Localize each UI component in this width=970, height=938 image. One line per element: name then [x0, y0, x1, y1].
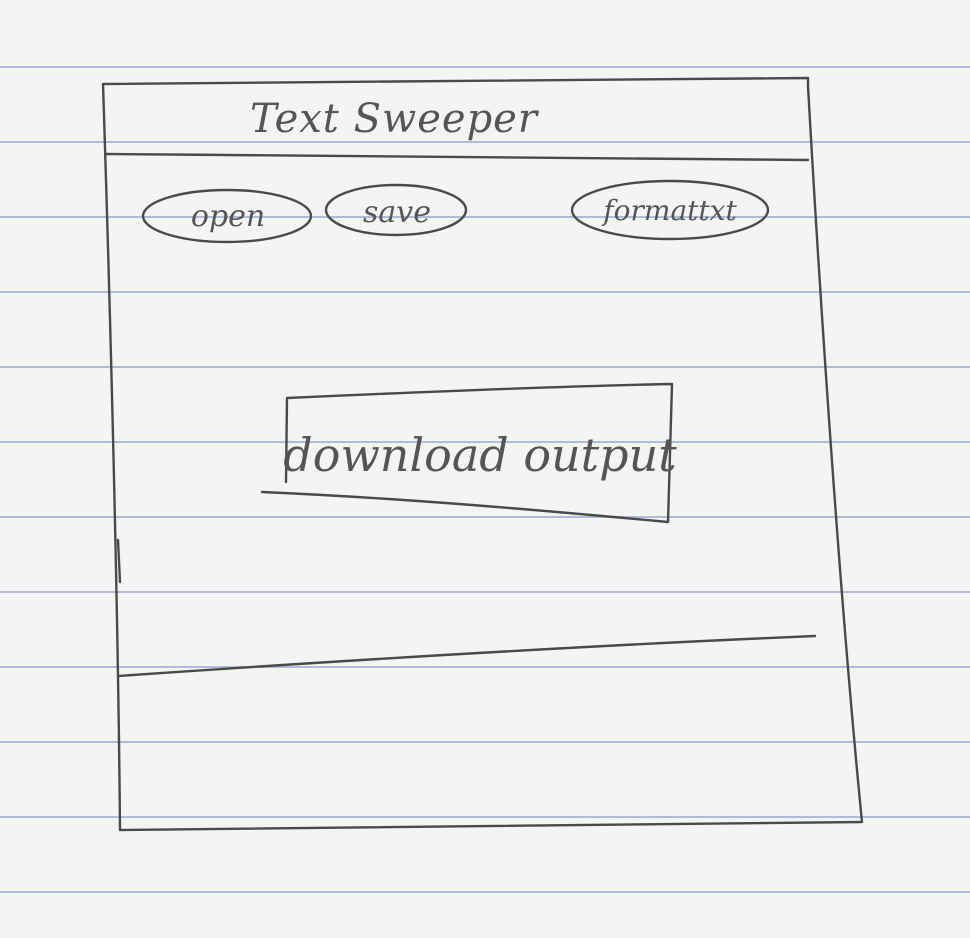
save-button[interactable]: save [363, 194, 431, 230]
output-divider [116, 634, 817, 678]
download-output-button[interactable]: download output [283, 428, 677, 482]
title-divider [104, 152, 810, 162]
app-title: Text Sweeper [250, 96, 538, 142]
format-txt-button[interactable]: formattxt [603, 193, 737, 227]
open-button[interactable]: open [190, 198, 266, 234]
output-panel [122, 678, 847, 818]
left-tick-mark [116, 538, 122, 584]
